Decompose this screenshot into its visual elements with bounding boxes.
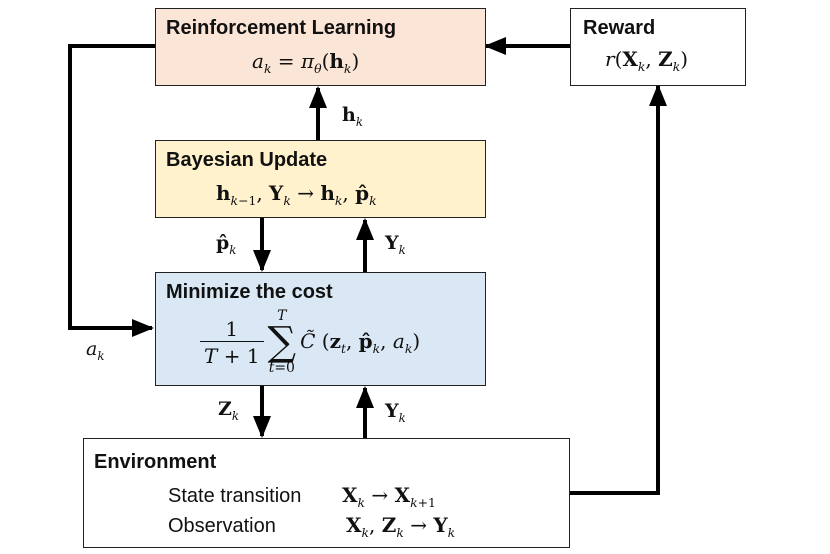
edge-label-a-k: ak <box>86 338 105 363</box>
bayes-title: Bayesian Update <box>166 149 328 171</box>
cost-title: Minimize the cost <box>166 281 333 303</box>
bayes-box: Bayesian Update hk−1, Yk → hk, p̂k <box>155 140 486 218</box>
environment-box: Environment State transition Xk → Xk+1 O… <box>83 438 570 548</box>
arrow-env-to-reward <box>570 84 667 495</box>
rl-box: Reinforcement Learning ak = πθ(hk) <box>155 8 486 86</box>
reward-box: Reward r(Xk, Zk) <box>570 8 746 86</box>
reward-formula: r(Xk, Zk) <box>605 47 689 74</box>
reward-title: Reward <box>583 17 656 39</box>
state-transition-label: State transition <box>168 485 302 507</box>
edge-label-z-k: Zk <box>218 398 240 423</box>
observation-label: Observation <box>168 515 276 537</box>
arrow-rl-to-cost <box>68 44 155 337</box>
edge-label-h-k: hk <box>342 104 363 129</box>
edge-label-p-hat-k: p̂k <box>216 232 237 257</box>
edge-label-y-k-upper: Yk <box>385 232 406 257</box>
environment-title: Environment <box>94 451 217 473</box>
edge-label-y-k-lower: Yk <box>385 400 406 425</box>
rl-formula: ak = πθ(hk) <box>252 49 360 76</box>
rl-title: Reinforcement Learning <box>166 17 397 39</box>
bayes-formula: hk−1, Yk → hk, p̂k <box>216 181 377 208</box>
state-transition-formula: Xk → Xk+1 <box>342 483 436 510</box>
observation-formula: Xk, Zk → Yk <box>346 513 456 540</box>
